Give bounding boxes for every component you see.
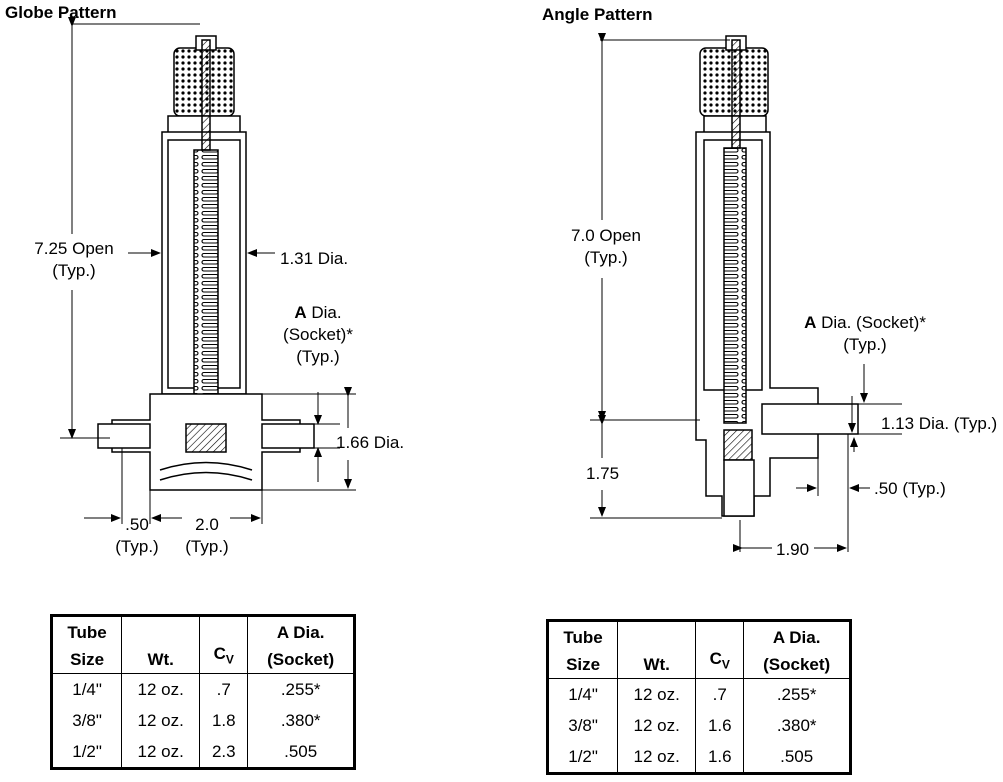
angle-dimension-lines (590, 33, 902, 552)
cell-weight: 12 oz. (121, 736, 201, 769)
globe-socket-dia-label: A Dia. (Socket)* (Typ.) (283, 303, 353, 366)
valve-drawings (60, 17, 902, 552)
cell-a-dia: .380* (247, 705, 355, 736)
globe-pattern-title: Globe Pattern (5, 3, 117, 22)
cell-cv: 1.8 (199, 705, 249, 736)
cell-a-dia: .505 (743, 741, 851, 774)
angle-bellows (723, 147, 747, 424)
table-row: 1/2" 12 oz. 1.6 .505 (546, 741, 851, 774)
cell-a-dia: .255* (247, 673, 355, 705)
cell-weight: 12 oz. (617, 678, 697, 710)
globe-tube-50-label: .50(Typ.) (115, 515, 159, 556)
col-weight: Wt. (121, 615, 201, 674)
globe-bellows (193, 149, 219, 401)
cell-size: 3/8" (50, 705, 123, 736)
globe-valve-drawing (97, 35, 315, 491)
cell-weight: 12 oz. (617, 741, 697, 774)
cell-cv: 2.3 (199, 736, 249, 769)
angle-valve-drawing (695, 35, 859, 517)
col-cv: CV (695, 620, 745, 679)
col-weight: Wt. (617, 620, 697, 679)
globe-body-20-label: 2.0(Typ.) (185, 515, 229, 556)
cell-size: 1/4" (50, 673, 123, 705)
cell-a-dia: .380* (743, 710, 851, 741)
angle-dia-113-label: 1.13 Dia. (Typ.) (881, 414, 998, 433)
angle-pattern-title: Angle Pattern (542, 5, 653, 24)
globe-open-height-label: 7.25 Open(Typ.) (34, 239, 114, 280)
col-cv: CV (199, 615, 249, 674)
cell-weight: 12 oz. (121, 705, 201, 736)
cell-a-dia: .255* (743, 678, 851, 710)
angle-tube-50-label: .50 (Typ.) (874, 479, 946, 498)
cell-size: 1/2" (50, 736, 123, 769)
cell-weight: 12 oz. (121, 673, 201, 705)
cell-cv: 1.6 (695, 741, 745, 774)
angle-width-190-label: 1.90 (776, 540, 810, 559)
table-row: 3/8" 12 oz. 1.6 .380* (546, 710, 851, 741)
cell-cv: 1.6 (695, 710, 745, 741)
cell-weight: 12 oz. (617, 710, 697, 741)
angle-height-175-label: 1.75 (586, 464, 620, 483)
angle-open-height-label: 7.0 Open(Typ.) (571, 226, 641, 267)
col-a-dia: A Dia.(Socket) (247, 615, 355, 674)
cell-size: 1/2" (546, 741, 619, 774)
globe-dia-166-label: 1.66 Dia. (336, 433, 405, 452)
cell-size: 1/4" (546, 678, 619, 710)
cell-a-dia: .505 (247, 736, 355, 769)
table-row: 1/2" 12 oz. 2.3 .505 (50, 736, 355, 769)
col-a-dia: A Dia.(Socket) (743, 620, 851, 679)
globe-dimension-lines (60, 17, 356, 524)
table-row: 1/4" 12 oz. .7 .255* (546, 678, 851, 710)
cell-cv: .7 (199, 673, 249, 705)
cell-size: 3/8" (546, 710, 619, 741)
table-row: 1/4" 12 oz. .7 .255* (50, 673, 355, 705)
globe-dia-131-label: 1.31 Dia. (280, 249, 349, 268)
table-row: 3/8" 12 oz. 1.8 .380* (50, 705, 355, 736)
cell-cv: .7 (695, 678, 745, 710)
angle-socket-dia-label: A Dia. (Socket)* (Typ.) (804, 313, 926, 354)
